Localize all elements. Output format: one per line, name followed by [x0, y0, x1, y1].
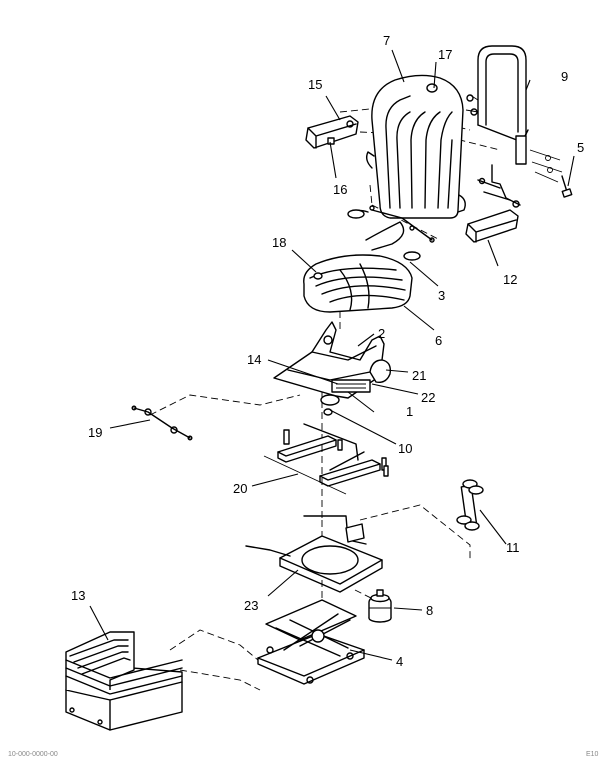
part-suspension-cover [65, 631, 183, 731]
callout-20: 20 [233, 481, 247, 496]
callout-4: 4 [396, 654, 403, 669]
part-backrest-cushion [365, 74, 466, 219]
drawing-number: 10-000-0000-00 [8, 751, 58, 758]
callout-10: 10 [398, 441, 412, 456]
callout-18: 18 [272, 235, 286, 250]
part-bolt [561, 175, 573, 198]
callout-17: 17 [438, 47, 452, 62]
part-release-cable [131, 405, 193, 441]
callout-2: 2 [378, 326, 385, 341]
callout-15: 15 [308, 77, 322, 92]
callout-leaders [89, 49, 575, 661]
callout-13: 13 [71, 588, 85, 603]
callout-3: 3 [438, 288, 445, 303]
part-backrest-frame [465, 45, 563, 183]
callout-8: 8 [426, 603, 433, 618]
callout-6: 6 [435, 333, 442, 348]
callout-1: 1 [406, 404, 413, 419]
callout-5: 5 [577, 140, 584, 155]
part-recline-lever [477, 164, 521, 208]
callout-19: 19 [88, 425, 102, 440]
callout-21: 21 [412, 368, 426, 383]
part-back-hinge-cables [347, 205, 435, 261]
callout-11: 11 [506, 540, 520, 555]
callout-9: 9 [561, 69, 568, 84]
part-swivel-plate [245, 515, 383, 593]
part-slide-rails [263, 423, 389, 495]
part-shock-absorber [456, 479, 484, 531]
callout-7: 7 [383, 33, 390, 48]
callout-12: 12 [503, 272, 517, 287]
part-suspension-base [257, 599, 365, 685]
part-air-spring [368, 589, 392, 623]
callout-22: 22 [421, 390, 435, 405]
figure-code: E10 [586, 751, 599, 758]
callout-16: 16 [333, 182, 347, 197]
part-left-armrest [305, 115, 359, 149]
part-seat-cushion [303, 254, 413, 313]
callout-14: 14 [247, 352, 261, 367]
part-right-armrest [465, 209, 519, 243]
callout-23: 23 [244, 598, 258, 613]
callout-labels: 1 2 3 4 5 6 7 8 9 10 11 12 13 14 15 16 1… [71, 33, 584, 669]
